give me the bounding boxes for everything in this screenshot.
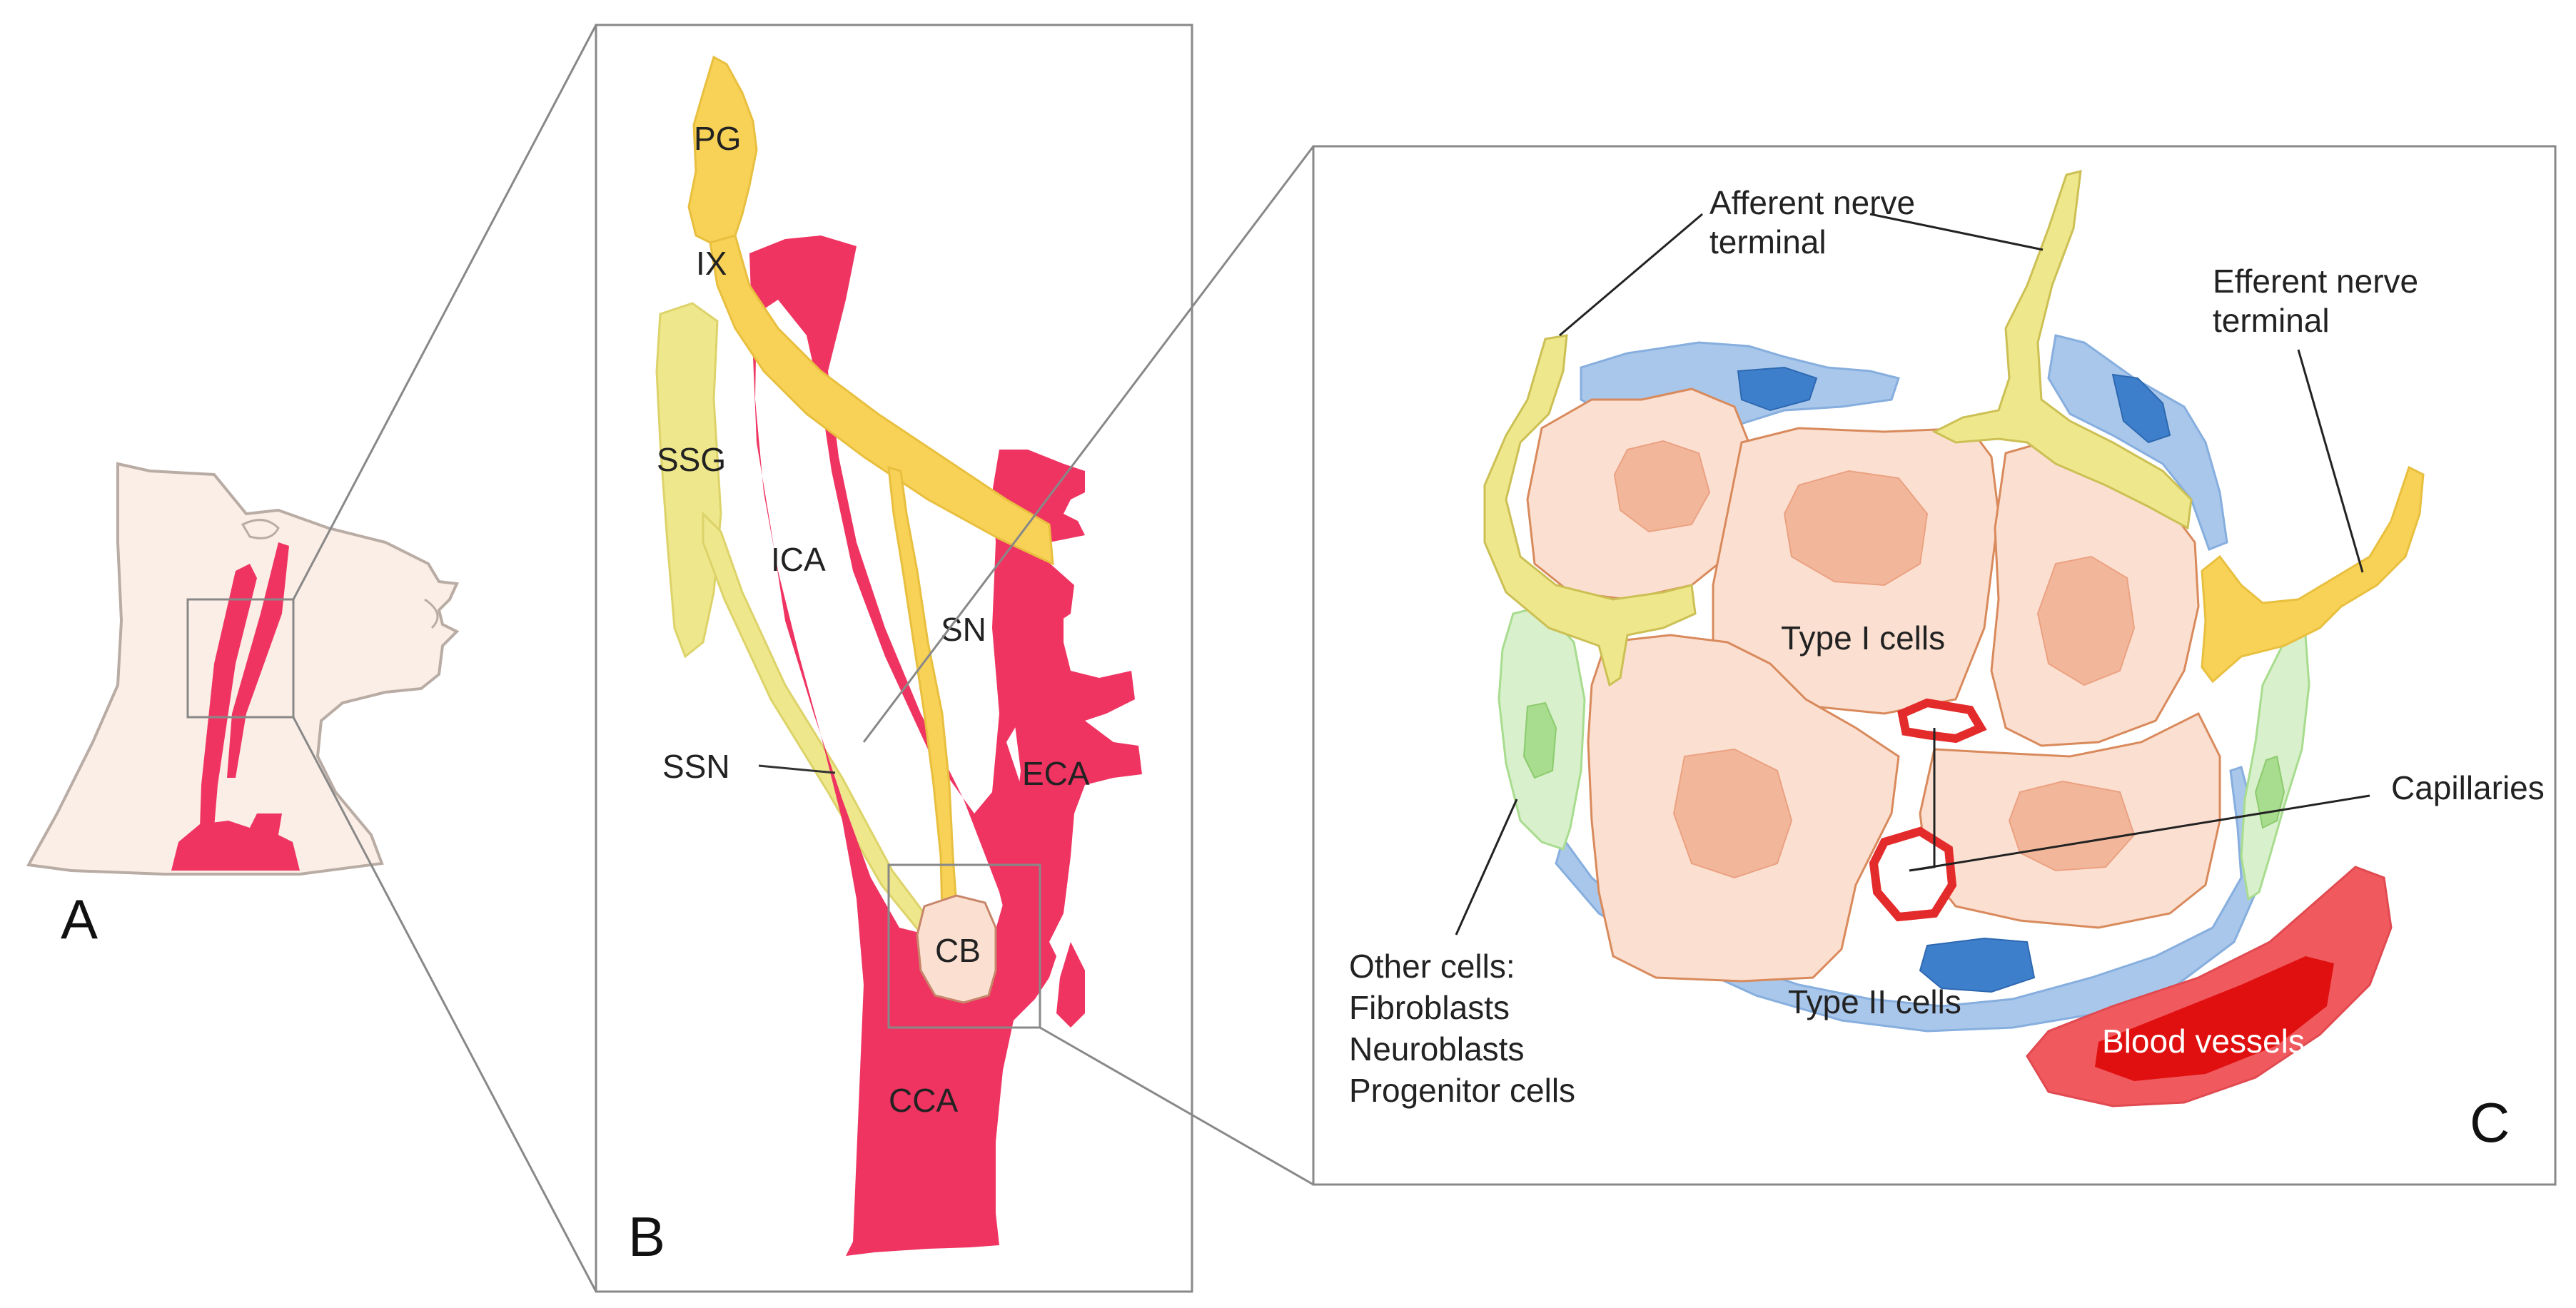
other-cell-left-nucleus — [1522, 701, 1557, 779]
label-efferent-line2: terminal — [2213, 302, 2330, 339]
label-other-line3: Neuroblasts — [1349, 1030, 1524, 1068]
efferent-nerve — [2201, 465, 2425, 684]
label-ica: ICA — [771, 541, 826, 578]
label-ssn: SSN — [662, 748, 730, 785]
carotid-body — [916, 894, 997, 1004]
zoom-box-b — [887, 863, 1041, 1029]
label-type1: Type I cells — [1781, 619, 1945, 656]
type2-cell-top-right-nucleus — [2111, 373, 2171, 444]
label-cca: CCA — [889, 1082, 958, 1119]
label-eca: ECA — [1022, 755, 1090, 792]
label-blood-vessels: Blood vessels — [2102, 1023, 2305, 1060]
label-type2: Type II cells — [1788, 983, 1961, 1020]
neck-artery-right — [227, 542, 289, 778]
afferent-pointer-top — [1869, 213, 2044, 251]
capillary-bottom — [1869, 826, 1957, 922]
type1-cell-4-nucleus — [1672, 748, 1793, 879]
afferent-pointer-left — [1559, 213, 1703, 337]
panel-c: Afferent nerve terminal Efferent nerve t… — [1312, 145, 2557, 1186]
neck-silhouette — [26, 462, 460, 876]
neck-artery-left — [200, 564, 257, 828]
panel-a: A — [26, 462, 460, 950]
label-other-line2: Fibroblasts — [1349, 989, 1510, 1026]
afferent-nerve-top — [1931, 170, 2193, 530]
blood-vessel-inner — [2095, 956, 2334, 1081]
label-ix: IX — [696, 245, 727, 282]
label-capillaries: Capillaries — [2391, 769, 2545, 806]
zoom-box-a — [186, 598, 295, 719]
type2-cell-top-left-nucleus — [1737, 366, 1818, 412]
afferent-nerve-left — [1483, 334, 1697, 687]
ica-artery — [749, 235, 1085, 1256]
type1-cell-3-nucleus — [2036, 555, 2136, 686]
aortic-arch — [171, 813, 300, 871]
label-ssg: SSG — [657, 441, 726, 478]
label-pg: PG — [694, 120, 741, 157]
panel-c-letter: C — [2470, 1091, 2510, 1154]
label-efferent-line1: Efferent nerve — [2213, 263, 2418, 300]
type1-cell-2-nucleus — [1783, 470, 1929, 587]
eca-side-branch — [1056, 942, 1085, 1028]
zoom-line-a-b-bottom — [292, 716, 597, 1292]
type1-cell-1-nucleus — [1613, 440, 1711, 533]
zoom-line-b-c-top — [862, 146, 1315, 743]
label-other-line4: Progenitor cells — [1349, 1072, 1575, 1109]
panel-b: PG IX SSG ICA SN SSN ECA CB CCA B — [595, 24, 1193, 1293]
ssn-pointer — [758, 764, 836, 774]
label-cb: CB — [935, 932, 981, 969]
panel-b-letter: B — [628, 1205, 665, 1268]
capillary-top — [1897, 698, 1987, 744]
zoom-line-a-b-top — [292, 24, 597, 600]
type2-cell-bottom-nucleus — [1919, 937, 2036, 993]
panel-a-letter: A — [61, 888, 98, 950]
capillaries-pointer — [1909, 728, 2370, 872]
label-afferent-line2: terminal — [1709, 223, 1827, 260]
nose-outline — [424, 598, 439, 629]
label-other-line1: Other cells: — [1349, 948, 1515, 985]
other-cells-pointer — [1455, 799, 1518, 936]
label-afferent-line1: Afferent nerve — [1709, 184, 1915, 221]
zoom-line-b-c-bottom — [1039, 1026, 1314, 1186]
ssg-ganglion — [655, 302, 722, 659]
ix-nerve — [709, 234, 1054, 566]
efferent-pointer — [2297, 349, 2364, 573]
ear-outline — [241, 519, 280, 539]
eca-artery — [992, 612, 1142, 956]
